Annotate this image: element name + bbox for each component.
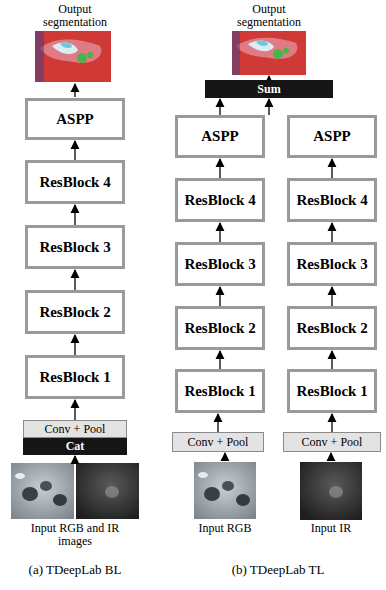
conv-pool-box: Conv + Pool — [23, 420, 127, 438]
arrow — [330, 453, 331, 461]
node-text: ResBlock 2 — [296, 320, 367, 337]
flow-arrow — [331, 223, 332, 242]
node-text: ResBlock 3 — [39, 239, 110, 256]
image-label: Output segmentation — [35, 3, 115, 28]
node-text: ASPP — [56, 111, 94, 128]
node-text: Sum — [257, 82, 280, 97]
arrow — [224, 453, 225, 461]
conv-pool-box: Conv + Pool — [283, 432, 381, 452]
flow-arrow — [219, 351, 220, 369]
flow-arrow — [217, 414, 218, 432]
node-text: ResBlock 1 — [184, 383, 255, 400]
image-label: Input RGB and IR images — [25, 522, 125, 547]
merge-box: Cat — [23, 438, 127, 455]
network-block: ResBlock 1 — [287, 369, 377, 413]
input-ir-image — [300, 462, 362, 520]
node-text: Cat — [66, 439, 85, 454]
segmentation-image — [35, 31, 111, 82]
network-block: ASPP — [287, 115, 377, 158]
node-text: Conv + Pool — [45, 422, 106, 437]
input-rgb-image — [194, 462, 256, 519]
flow-arrow — [331, 287, 332, 306]
node-text: ResBlock 4 — [296, 192, 367, 209]
node-text: ResBlock 1 — [39, 369, 110, 386]
node-text: Conv + Pool — [188, 435, 249, 450]
node-text: ASPP — [201, 128, 239, 145]
network-block: ResBlock 2 — [287, 306, 377, 350]
conv-pool-box: Conv + Pool — [172, 432, 264, 452]
node-text: ResBlock 4 — [39, 174, 110, 191]
network-block: ResBlock 4 — [25, 160, 125, 204]
panel-caption: (a) TDeepLab BL — [5, 563, 145, 577]
node-text: ResBlock 3 — [296, 256, 367, 273]
network-block: ASPP — [175, 115, 265, 158]
image-label: Input IR — [286, 522, 376, 535]
network-block: ResBlock 3 — [175, 242, 265, 286]
network-block: ResBlock 3 — [25, 225, 125, 269]
flow-arrow — [331, 414, 332, 432]
flow-arrow — [331, 159, 332, 178]
input-rgb-image — [11, 463, 74, 519]
arrow — [268, 76, 269, 79]
node-text: ASPP — [313, 128, 351, 145]
node-text: ResBlock 2 — [39, 304, 110, 321]
network-block: ResBlock 2 — [175, 306, 265, 350]
flow-arrow — [219, 287, 220, 306]
network-block: ResBlock 4 — [175, 178, 265, 222]
flow-arrow — [268, 99, 269, 115]
network-block: ResBlock 3 — [287, 242, 377, 286]
network-block: ResBlock 1 — [25, 355, 125, 399]
panel-caption: (b) TDeepLab TL — [203, 563, 353, 577]
flow-arrow — [74, 270, 75, 290]
network-block: ResBlock 4 — [287, 178, 377, 222]
flow-arrow — [219, 159, 220, 178]
flow-arrow — [74, 205, 75, 225]
segmentation-image — [232, 31, 306, 75]
flow-arrow — [74, 335, 75, 355]
input-ir-image — [76, 463, 139, 519]
network-block: ResBlock 1 — [175, 369, 265, 413]
merge-box: Sum — [205, 80, 333, 98]
flow-arrow — [331, 351, 332, 369]
node-text: Conv + Pool — [302, 435, 363, 450]
image-label: Output segmentation — [229, 3, 309, 28]
node-text: ResBlock 4 — [184, 192, 255, 209]
node-text: ResBlock 3 — [184, 256, 255, 273]
node-text: ResBlock 1 — [296, 383, 367, 400]
network-block: ASPP — [25, 98, 125, 140]
node-text: ResBlock 2 — [184, 320, 255, 337]
flow-arrow — [219, 99, 220, 115]
arrow — [74, 456, 75, 463]
flow-arrow — [219, 223, 220, 242]
network-block: ResBlock 2 — [25, 290, 125, 334]
flow-arrow — [74, 141, 75, 160]
image-label: Input RGB — [180, 522, 270, 535]
flow-arrow — [74, 400, 75, 420]
arrow — [74, 84, 75, 97]
